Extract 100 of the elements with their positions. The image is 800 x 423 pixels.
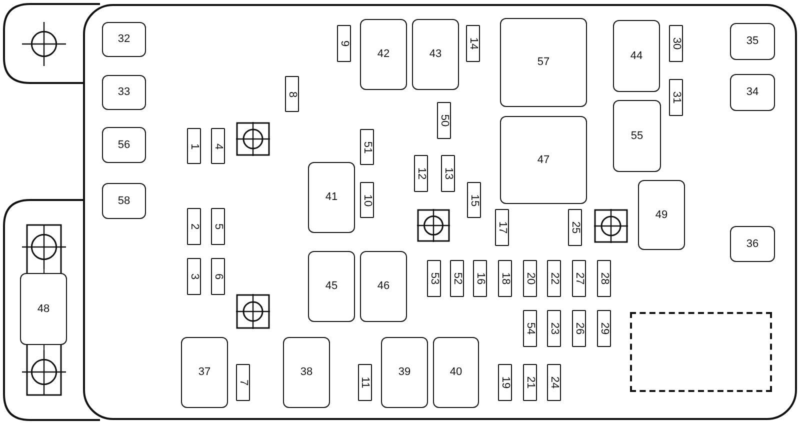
fuse-number: 41	[325, 192, 338, 203]
relay	[638, 180, 685, 250]
fuse-number: 3	[188, 273, 200, 280]
relay	[381, 337, 428, 408]
fuse-number: 12	[416, 167, 426, 180]
mini-fuse	[360, 182, 374, 218]
mini-fuse	[337, 25, 351, 62]
mini-fuse	[285, 76, 299, 112]
fuse-number: 13	[442, 167, 454, 180]
mini-fuse	[568, 209, 582, 246]
maxi-fuse	[102, 22, 146, 57]
fuse-number: 55	[630, 130, 644, 142]
fuse-number: 2	[188, 223, 200, 230]
fuse-number: 44	[630, 50, 643, 62]
fuse-number: 39	[398, 367, 411, 378]
mini-fuse	[427, 260, 441, 297]
fuse-number: 14	[468, 37, 478, 50]
mini-fuse	[211, 258, 225, 295]
fuse-number: 6	[212, 273, 224, 280]
fuse-number: 20	[524, 272, 536, 285]
fuse-number: 33	[118, 87, 130, 98]
mini-fuse	[572, 310, 586, 347]
fuse-number: 19	[500, 376, 510, 389]
maxi-fuse	[102, 183, 146, 219]
fuse-number: 42	[377, 49, 390, 60]
fuse-number: 52	[452, 272, 462, 285]
mini-fuse	[467, 182, 481, 218]
mini-fuse	[437, 102, 451, 139]
fuse-number: 49	[655, 210, 668, 220]
fuse-number: 27	[574, 272, 584, 285]
fuse-number: 46	[377, 281, 390, 292]
fuse-number: 30	[670, 37, 682, 50]
fuse-number: 22	[548, 272, 560, 285]
mini-fuse	[187, 128, 201, 164]
fuse-number: 50	[438, 114, 450, 127]
fuse-number: 47	[537, 154, 550, 166]
relay	[433, 337, 479, 408]
mini-fuse	[466, 25, 480, 62]
fuse-number: 57	[537, 57, 550, 68]
fuse-number: 56	[118, 140, 130, 150]
fuse-number: 26	[574, 322, 584, 335]
mini-fuse	[414, 155, 428, 192]
fuse-number: 54	[524, 322, 536, 335]
fuse-number: 16	[474, 272, 486, 285]
fuse-number: 17	[496, 221, 508, 234]
reserved-area	[630, 312, 772, 392]
mini-fuse	[597, 260, 611, 297]
fuse-number: 25	[570, 221, 580, 234]
fuse-number: 29	[598, 322, 610, 335]
fuse-number: 51	[362, 140, 372, 154]
large-relay	[500, 18, 587, 107]
mini-fuse	[211, 208, 225, 245]
fuse-number: 10	[362, 194, 372, 206]
fuse-number: 36	[746, 238, 759, 250]
fuse-number: 37	[198, 367, 211, 378]
fuse-number: 1	[188, 142, 200, 150]
large-relay	[500, 116, 587, 204]
fuse-number: 7	[238, 379, 248, 386]
maxi-fuse	[730, 74, 775, 111]
fuse-number: 45	[325, 281, 338, 292]
mini-fuse	[547, 260, 561, 297]
fuse-number: 18	[500, 272, 510, 285]
fuse-number: 4	[212, 142, 224, 150]
maxi-fuse	[102, 127, 146, 163]
mini-fuse	[547, 364, 561, 401]
fuse-number: 58	[118, 196, 130, 206]
mini-fuse	[187, 208, 201, 245]
mini-fuse	[498, 364, 512, 401]
fuse-number: 34	[746, 87, 759, 98]
mini-fuse	[523, 310, 537, 347]
fuse-number: 24	[548, 376, 560, 389]
mini-fuse	[523, 260, 537, 297]
fuse-number: 15	[468, 194, 480, 206]
fuse-number: 31	[670, 91, 682, 104]
fuse-number: 32	[118, 34, 130, 45]
mini-fuse	[669, 25, 683, 62]
mini-fuse	[523, 364, 537, 401]
fuse-number: 9	[338, 40, 350, 47]
mini-fuse	[358, 364, 372, 401]
mini-fuse	[547, 310, 561, 347]
relay	[360, 19, 407, 90]
mini-fuse	[597, 310, 611, 347]
fuse-number: 8	[286, 90, 298, 98]
fuse-number: 28	[598, 272, 610, 285]
relay	[20, 273, 67, 345]
relay	[308, 251, 355, 322]
fuse-number: 35	[746, 36, 759, 47]
fuse-number: 43	[429, 49, 442, 60]
mini-fuse	[498, 260, 512, 297]
mini-fuse	[450, 260, 464, 297]
mini-fuse	[236, 364, 250, 401]
maxi-fuse	[730, 23, 775, 60]
mini-fuse	[360, 129, 374, 165]
fuse-number: 11	[360, 376, 370, 388]
maxi-fuse	[102, 75, 146, 110]
fuse-number: 48	[37, 304, 50, 314]
fuse-number: 53	[428, 272, 440, 285]
relay	[360, 251, 407, 322]
mini-fuse	[441, 155, 455, 192]
fuse-number: 23	[548, 322, 560, 335]
